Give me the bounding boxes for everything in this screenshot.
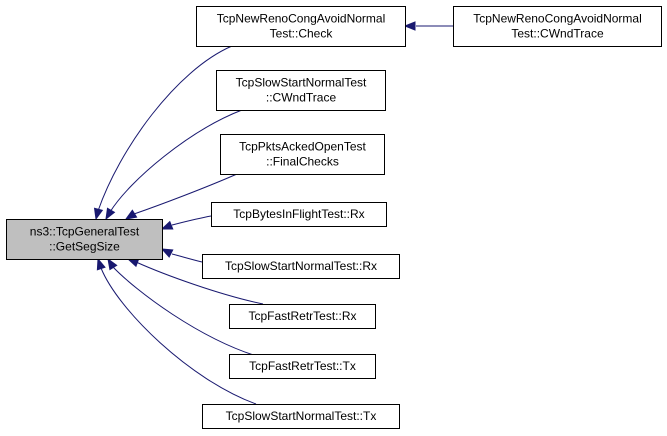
node-label-line: ::GetSegSize — [49, 240, 120, 254]
node-box[interactable] — [202, 404, 400, 429]
node-box[interactable] — [6, 219, 163, 260]
node-slowstart-rx[interactable]: TcpSlowStartNormalTest::Rx — [202, 254, 400, 279]
arrowhead-icon — [160, 248, 174, 258]
edge-slowstart-tx-to-getsegsize — [96, 257, 257, 405]
node-label-line: Test::CWndTrace — [511, 27, 604, 41]
node-label-line: ns3::TcpGeneralTest — [30, 225, 140, 239]
edge-line — [171, 253, 203, 263]
node-label-line: ::CWndTrace — [266, 91, 337, 105]
arrowhead-icon — [403, 21, 416, 31]
node-box[interactable] — [453, 6, 662, 47]
node-box[interactable] — [220, 134, 385, 175]
arrowhead-icon — [96, 257, 106, 271]
node-pktsacked-finalchecks[interactable]: TcpPktsAckedOpenTest::FinalChecks — [220, 134, 385, 175]
edge-line — [135, 261, 264, 305]
node-label-line: Test::Check — [270, 27, 334, 41]
node-box[interactable] — [216, 70, 386, 111]
arrowhead-icon — [93, 207, 104, 221]
edge-line — [133, 173, 238, 215]
node-box[interactable] — [229, 354, 376, 379]
arrowhead-icon — [160, 220, 174, 230]
node-bytesinflight-rx[interactable]: TcpBytesInFlightTest::Rx — [211, 202, 387, 227]
node-slowstart-tx[interactable]: TcpSlowStartNormalTest::Tx — [202, 404, 400, 429]
node-fastretr-tx[interactable]: TcpFastRetrTest::Tx — [229, 354, 376, 379]
edges-layer — [93, 21, 453, 405]
node-label-line: TcpSlowStartNormalTest::Tx — [226, 409, 377, 423]
nodes-layer: ns3::TcpGeneralTest::GetSegSize TcpNewRen… — [6, 6, 662, 429]
edge-newreno-check-to-getsegsize — [93, 45, 233, 221]
node-label-line: TcpSlowStartNormalTest::Rx — [225, 259, 377, 273]
node-label-line: TcpNewRenoCongAvoidNormal — [217, 12, 386, 26]
edge-bytesinflight-rx-to-getsegsize — [160, 215, 212, 230]
node-fastretr-rx[interactable]: TcpFastRetrTest::Rx — [229, 304, 376, 329]
edge-line — [109, 109, 243, 213]
node-label-line: TcpBytesInFlightTest::Rx — [233, 207, 364, 221]
node-label-line: ::FinalChecks — [266, 155, 339, 169]
node-box[interactable] — [202, 254, 400, 279]
node-label-line: TcpPktsAckedOpenTest — [239, 140, 366, 154]
edge-fastretr-tx-to-getsegsize — [107, 257, 264, 359]
edge-line — [112, 266, 264, 359]
edge-slowstart-rx-to-getsegsize — [160, 248, 203, 263]
node-label-line: TcpNewRenoCongAvoidNormal — [473, 12, 642, 26]
node-label-line: TcpFastRetrTest::Tx — [249, 359, 356, 373]
node-slowstart-cwndtrace[interactable]: TcpSlowStartNormalTest::CWndTrace — [216, 70, 386, 111]
node-getsegsize[interactable]: ns3::TcpGeneralTest::GetSegSize — [6, 219, 163, 260]
arrowhead-icon — [107, 257, 118, 271]
node-label-line: TcpFastRetrTest::Rx — [248, 309, 356, 323]
edge-line — [171, 215, 212, 226]
arrowhead-icon — [124, 209, 138, 220]
edge-line — [97, 45, 233, 212]
node-box[interactable] — [229, 304, 376, 329]
node-box[interactable] — [211, 202, 387, 227]
arrowhead-icon — [105, 207, 116, 221]
edge-pktsacked-finalchecks-to-getsegsize — [124, 173, 238, 220]
node-box[interactable] — [196, 6, 406, 47]
edge-newreno-cwndtrace-to-newreno-check — [403, 21, 453, 31]
edge-line — [100, 267, 257, 405]
node-label-line: TcpSlowStartNormalTest — [236, 76, 367, 90]
edge-slowstart-cwndtrace-to-getsegsize — [105, 109, 243, 221]
